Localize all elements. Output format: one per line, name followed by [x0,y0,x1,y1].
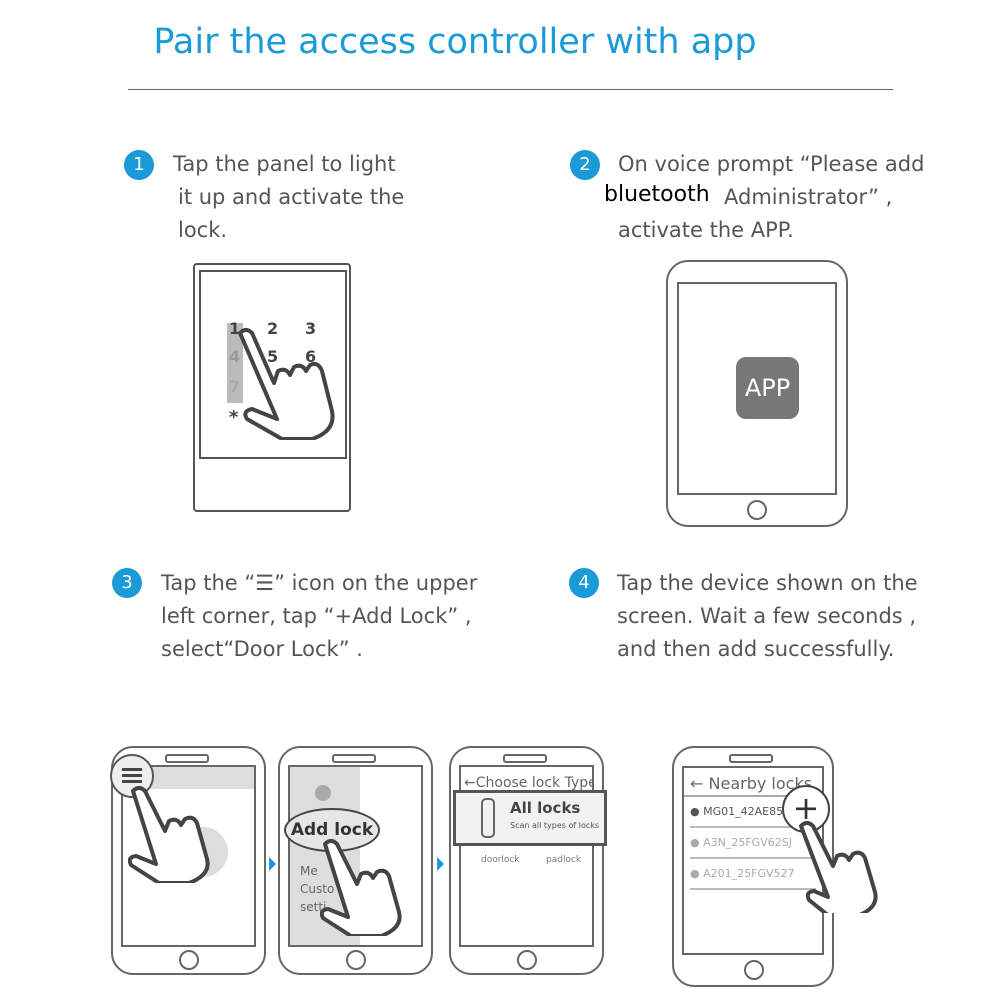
key: 6 [305,347,317,366]
key: 5 [267,347,279,366]
line: Tap the panel to light [173,152,396,176]
padlock-option[interactable]: padlock [546,855,582,865]
line: lock. [178,218,228,242]
add-lock-button[interactable]: Add lock [284,808,380,852]
line: screen. Wait a few seconds , [617,604,917,628]
step-3-text: Tap the “☰” icon on the upper left corne… [161,567,477,666]
hand-pointer-icon [320,839,402,936]
key: 2 [267,319,279,338]
step-2-badge: 2 [570,150,600,180]
phone-menu [110,746,266,975]
home-button [179,950,199,970]
line: select“Door Lock” . [161,637,363,661]
divider [128,89,893,90]
hand-pointer-icon [238,328,335,440]
hand-pointer-icon [799,821,878,913]
doorlock-option[interactable]: doorlock [481,855,520,865]
lock-item[interactable]: ● A3N_25FGV62SJ [690,828,816,859]
step-1-badge: 1 [124,150,154,180]
next-arrow-icon [437,857,444,871]
line: Tap the device shown on the [617,571,918,595]
home-button [346,950,366,970]
keypad-panel[interactable] [199,270,347,459]
phone-app: APP [666,260,848,527]
hand-pointer-icon [128,786,210,883]
line: activate the APP. [618,218,794,242]
line: and then add successfully. [617,637,895,661]
menu-item[interactable]: setti [300,900,327,914]
line: Tap the “☰” icon on the upper [161,571,478,595]
lock-name: MG01_42AE85 [703,805,784,818]
line: it up and activate the [178,185,405,209]
step-4-badge: 4 [569,568,599,598]
phone-choose-lock: ←Choose lock Type doorlock padlock All l… [449,746,607,975]
light-trail [227,323,243,403]
phone-screen: APP [677,282,837,495]
step-4-text: Tap the device shown on the screen. Wait… [617,567,918,666]
key: 7 [229,377,241,396]
step-3-badge: 3 [112,568,142,598]
step-1-text: Tap the panel to light it up and activat… [173,148,404,247]
phone-nearby-locks: ← Nearby locks ● MG01_42AE85 ● A3N_25FGV… [672,746,878,987]
phone-add-lock: Me Custo setti Add lock [278,746,433,975]
key: * [229,407,239,428]
home-button [517,950,537,970]
lock-item[interactable]: ● MG01_42AE85 [690,797,816,828]
line: On voice prompt “Please add [618,152,925,176]
app-icon[interactable]: APP [736,357,799,419]
bluetooth-overlay: bluetooth [604,182,710,207]
all-locks-option[interactable]: All locks Scan all types of locks [453,790,607,846]
door-lock-icon [481,798,495,838]
back-icon[interactable]: ← [690,774,704,793]
all-locks-label: All locks [510,799,581,817]
step-2-text: On voice prompt “Please add Administrato… [618,148,924,247]
lock-name: A201_25FGV527 [703,867,795,880]
page-title: Pair the access controller with app [153,22,757,62]
line: Administrator” , [724,185,893,209]
next-arrow-icon [269,857,276,871]
key: 4 [229,347,241,366]
home-button [747,500,767,520]
lock-item[interactable]: ● A201_25FGV527 [690,859,816,890]
keypad-device: 1 2 3 4 5 6 7 * [193,263,351,512]
menu-item[interactable]: Custo [300,882,335,896]
key: 1 [229,319,241,338]
screen-header: ←Choose lock Type [464,775,594,791]
all-locks-sub: Scan all types of locks [510,821,600,830]
lock-name: A3N_25FGV62SJ [703,836,792,849]
menu-item[interactable]: Me [300,864,318,878]
screen-header: Nearby locks [708,774,813,793]
home-button [744,960,764,980]
key: 3 [305,319,317,338]
line: left corner, tap “+Add Lock” , [161,604,472,628]
